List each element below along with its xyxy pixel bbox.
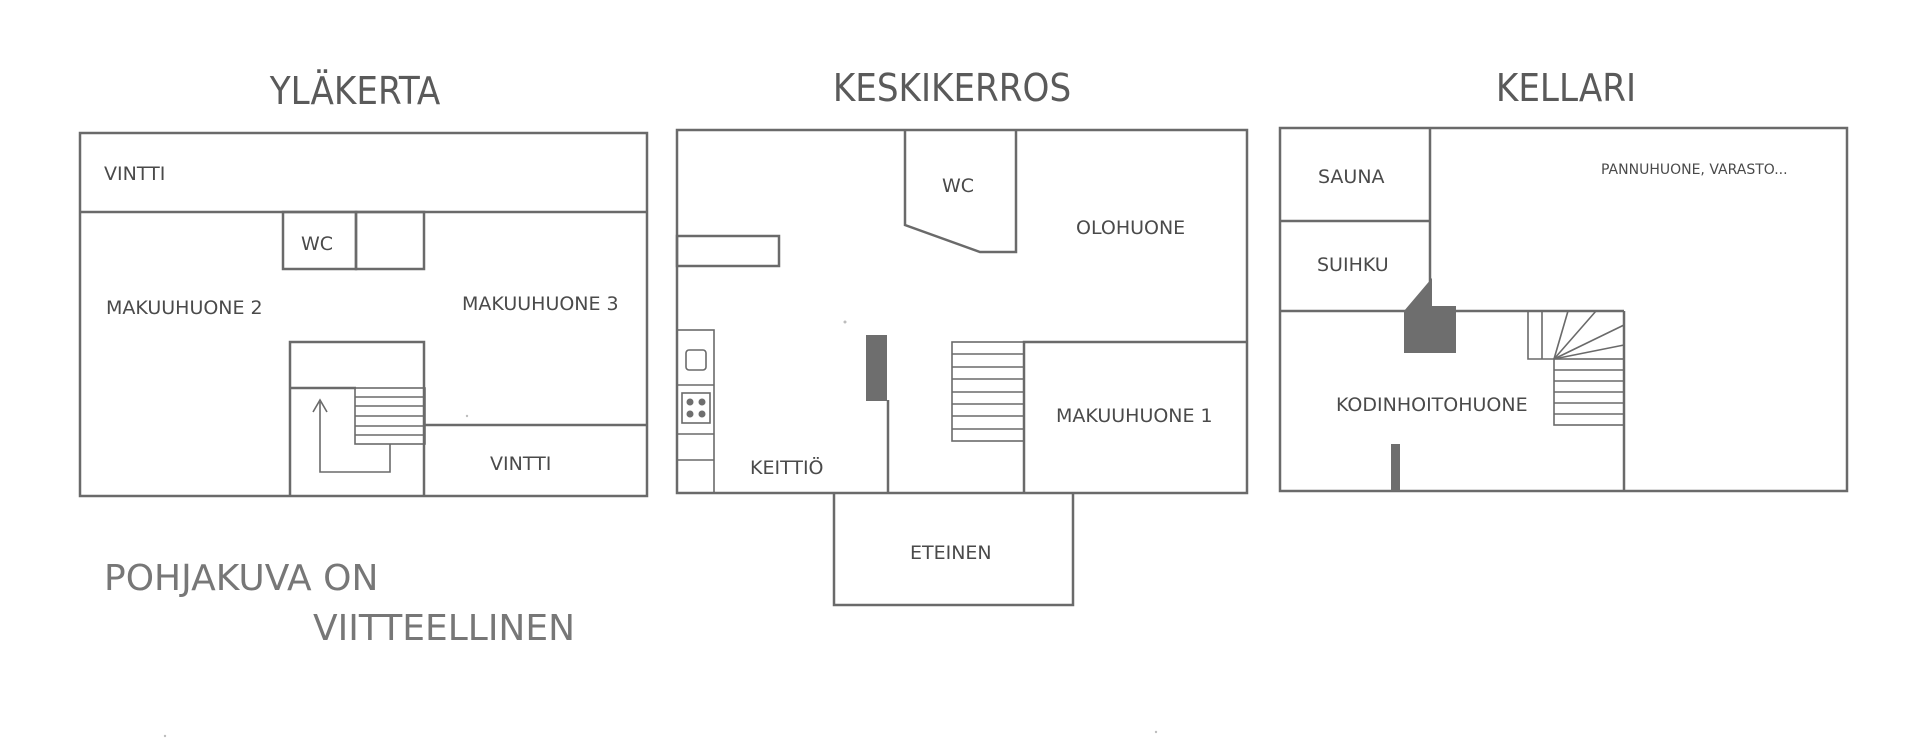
basement-staircase — [1527, 310, 1625, 426]
middle-room-wc: WC — [942, 175, 974, 197]
scan-speck — [163, 734, 167, 738]
middle-room-eteinen: ETEINEN — [910, 542, 992, 564]
middle-floor-title: KESKIKERROS — [833, 66, 1071, 110]
scan-speck — [843, 320, 847, 324]
upper-room-vintti-bottom: VINTTI — [490, 453, 551, 475]
middle-wc-walls — [903, 130, 1018, 254]
basement-chimney — [1404, 278, 1456, 353]
stove-icon — [681, 392, 711, 424]
middle-staircase — [951, 341, 1025, 442]
basement-floor: KELLARI SAUNA SUIHKU PANNUHUONE, — [1278, 66, 1849, 493]
upper-staircase — [354, 387, 426, 445]
middle-chimney — [866, 335, 887, 401]
disclaimer-note-line-2: VIITTEELLINEN — [313, 608, 575, 649]
upper-stair-enclosure — [288, 340, 426, 496]
upper-wc-adjacent-box — [354, 210, 426, 271]
kitchen-cabinet-column — [676, 329, 715, 494]
basement-room-suihku: SUIHKU — [1317, 254, 1389, 276]
basement-post — [1391, 444, 1400, 491]
upper-room-wc: WC — [301, 233, 333, 255]
upper-room-vintti-top: VINTTI — [104, 163, 165, 185]
basement-room-kodinhoitohuone: KODINHOITOHUONE — [1336, 394, 1528, 416]
upper-floor-title: YLÄKERTA — [269, 69, 441, 113]
scan-speck — [1154, 730, 1158, 734]
upper-floor-outline — [78, 131, 649, 498]
upper-floor: YLÄKERTA VINTTI WC MAKUUHUONE 2 MAKUUHUO… — [78, 69, 649, 498]
basement-floor-title: KELLARI — [1496, 66, 1636, 110]
upper-room-makuuhuone-2: MAKUUHUONE 2 — [106, 297, 263, 319]
middle-entrance-walls — [832, 493, 1075, 607]
stair-direction-arrow-icon — [312, 398, 391, 473]
middle-counter — [675, 234, 781, 268]
upper-room-makuuhuone-3: MAKUUHUONE 3 — [462, 293, 619, 315]
basement-floor-outline — [1278, 126, 1849, 493]
middle-room-makuuhuone-1: MAKUUHUONE 1 — [1056, 405, 1213, 427]
middle-room-keittio: KEITTIÖ — [750, 456, 824, 479]
middle-room-olohuone: OLOHUONE — [1076, 217, 1185, 239]
middle-floor-outline — [675, 128, 1249, 495]
disclaimer-note-line-1: POHJAKUVA ON — [104, 558, 378, 599]
scan-speck — [465, 414, 469, 418]
middle-floor: KESKIKERROS — [675, 66, 1249, 607]
sink-icon — [685, 349, 707, 371]
basement-room-pannuhuone: PANNUHUONE, VARASTO... — [1601, 162, 1788, 178]
basement-room-sauna: SAUNA — [1318, 166, 1385, 188]
